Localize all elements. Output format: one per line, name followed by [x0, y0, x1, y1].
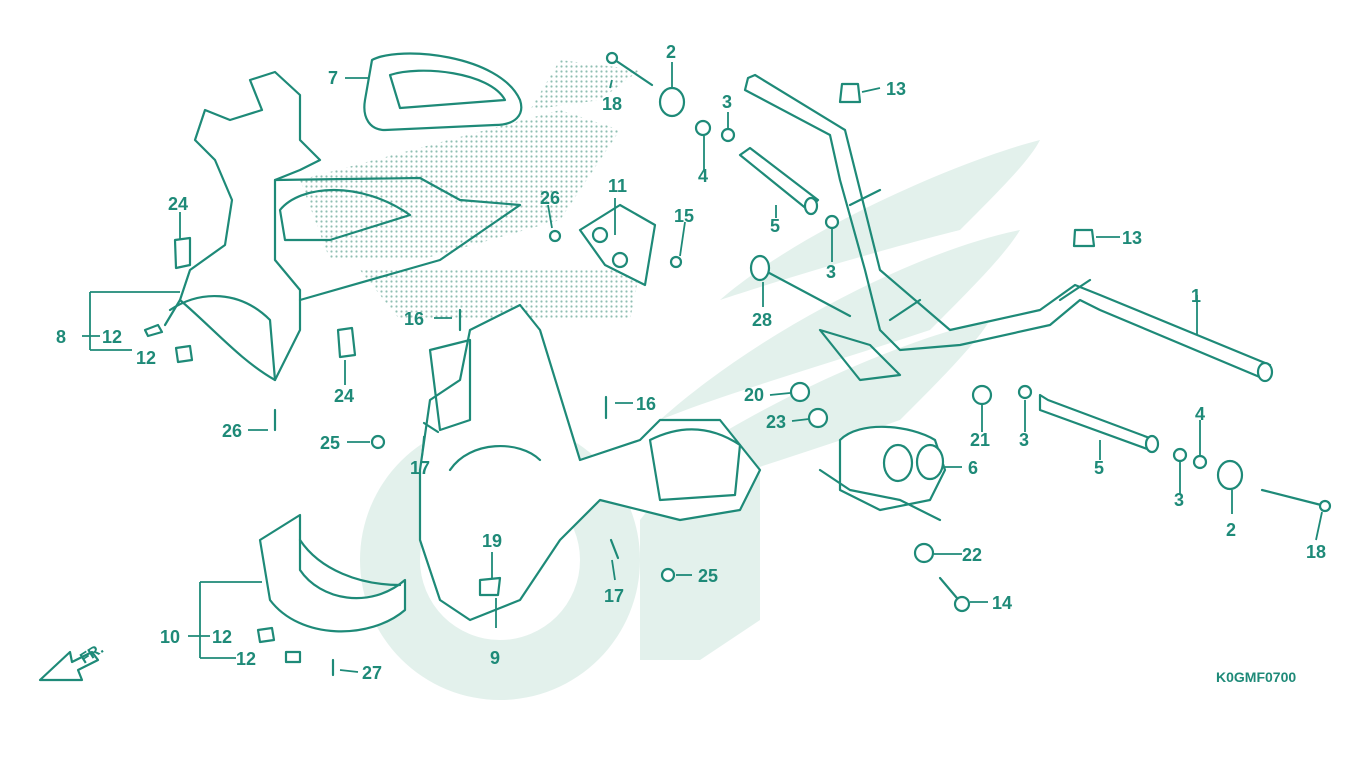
front-direction-arrow: FR.	[38, 640, 107, 682]
callout-5: 5	[1094, 458, 1104, 478]
callout-22: 22	[962, 545, 982, 565]
bolt-28-part	[749, 254, 852, 318]
callout-3: 3	[826, 262, 836, 282]
callout-12: 12	[136, 348, 156, 368]
callout-2: 2	[1226, 520, 1236, 540]
callout-25: 25	[698, 566, 718, 586]
callout-3: 3	[722, 92, 732, 112]
callout-4: 4	[698, 166, 708, 186]
callout-5: 5	[770, 216, 780, 236]
collar-right-part	[1038, 393, 1160, 454]
drawing-code: K0GMF0700	[1216, 669, 1296, 685]
callout-2: 2	[666, 42, 676, 62]
callout-28: 28	[752, 310, 772, 330]
callout-17: 17	[604, 586, 624, 606]
bolt-18-part	[605, 51, 1332, 513]
callout-12: 12	[212, 627, 232, 647]
callout-23: 23	[766, 412, 786, 432]
dotted-shading	[300, 60, 640, 320]
bracket-part-11	[578, 203, 657, 287]
handle-pipe-part	[743, 73, 1274, 383]
callout-18: 18	[602, 94, 622, 114]
callout-13: 13	[886, 79, 906, 99]
callout-3: 3	[1174, 490, 1184, 510]
callout-27: 27	[362, 663, 382, 683]
callout-labels: 1 2 2 3 3 3 3 4 4 5 5 6 7 8 9 10 11 12 1…	[56, 42, 1326, 683]
callout-10: 10	[160, 627, 180, 647]
callout-14: 14	[992, 593, 1012, 613]
callout-11: 11	[608, 176, 627, 196]
callout-4: 4	[1195, 404, 1205, 424]
callout-26: 26	[540, 188, 560, 208]
collar-left-part	[738, 146, 820, 216]
callout-24: 24	[334, 386, 354, 406]
callout-16: 16	[636, 394, 656, 414]
callout-17: 17	[410, 458, 430, 478]
callout-24: 24	[168, 194, 188, 214]
callout-12: 12	[102, 327, 122, 347]
callout-15: 15	[674, 206, 694, 226]
callout-7: 7	[328, 68, 338, 88]
callout-12: 12	[236, 649, 256, 669]
handle-holder-part	[818, 425, 947, 522]
callout-8: 8	[56, 327, 66, 347]
callout-18: 18	[1306, 542, 1326, 562]
callout-16: 16	[404, 309, 424, 329]
callout-26: 26	[222, 421, 242, 441]
lower-cover-part	[258, 513, 407, 633]
callout-9: 9	[490, 648, 500, 668]
callout-20: 20	[744, 385, 764, 405]
callout-21: 21	[970, 430, 990, 450]
callout-19: 19	[482, 531, 502, 551]
inner-cover-part	[418, 303, 762, 622]
callout-6: 6	[968, 458, 978, 478]
callout-3: 3	[1019, 430, 1029, 450]
meter-cover-part	[363, 52, 523, 132]
bolt-14-part	[938, 576, 971, 613]
callout-25: 25	[320, 433, 340, 453]
leader-lines	[82, 62, 1323, 673]
front-cover-part	[163, 70, 522, 382]
callout-13: 13	[1122, 228, 1142, 248]
callout-1: 1	[1191, 286, 1201, 306]
